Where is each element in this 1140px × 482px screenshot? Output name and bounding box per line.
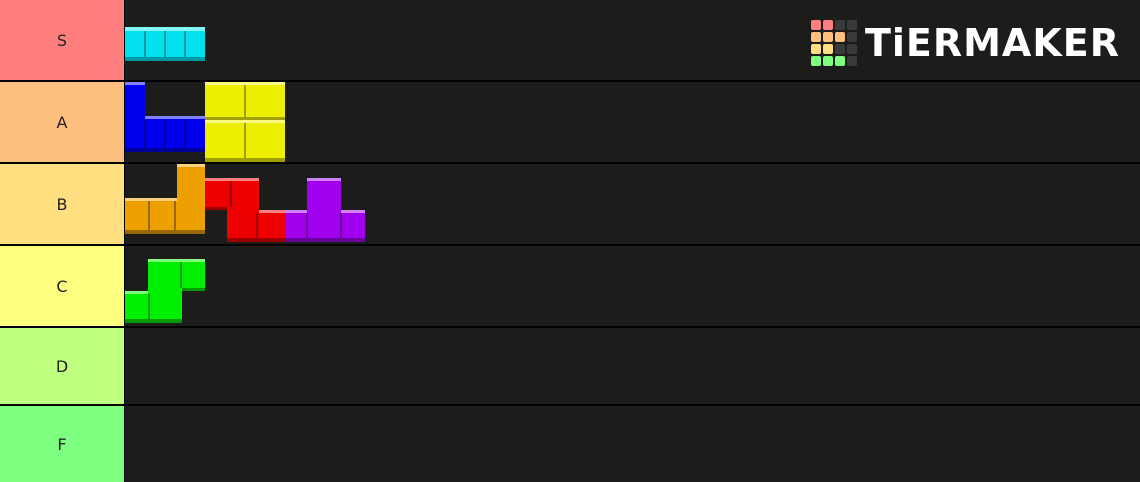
logo-cell (810, 32, 821, 42)
tier-content-s[interactable]: TiERMAKER (125, 0, 1140, 80)
tiermaker-logo[interactable]: TiERMAKER (810, 20, 1120, 66)
logo-cell (846, 32, 857, 42)
piece-i-tetromino[interactable] (125, 27, 207, 63)
piece-t-tetromino[interactable] (285, 178, 367, 244)
tier-label-a[interactable]: A (0, 82, 124, 162)
tier-row-a: A (0, 82, 1140, 162)
logo-cell (834, 20, 845, 30)
piece-o-tetromino[interactable] (205, 82, 287, 164)
logo-cell (834, 56, 845, 66)
tier-row-d: D (0, 328, 1140, 404)
logo-cell (822, 56, 833, 66)
tier-row-f: F (0, 406, 1140, 482)
logo-cell (822, 20, 833, 30)
logo-cell (846, 56, 857, 66)
tier-label-s[interactable]: S (0, 0, 124, 80)
logo-cell (822, 32, 833, 42)
tier-label-c[interactable]: C (0, 246, 124, 326)
tier-content-f[interactable] (125, 406, 1140, 482)
logo-cell (846, 20, 857, 30)
tier-row-s: S TiERMAKER (0, 0, 1140, 80)
logo-wordmark: TiERMAKER (864, 21, 1120, 65)
piece-s-tetromino[interactable] (125, 259, 207, 325)
tier-content-a[interactable] (125, 82, 1140, 162)
piece-j-tetromino[interactable] (125, 82, 207, 154)
tier-content-b[interactable] (125, 164, 1140, 244)
logo-cell (846, 44, 857, 54)
logo-cell (810, 44, 821, 54)
tier-content-d[interactable] (125, 328, 1140, 404)
tier-label-b[interactable]: B (0, 164, 124, 244)
tier-label-d[interactable]: D (0, 328, 124, 404)
tier-row-b: B (0, 164, 1140, 244)
piece-l-tetromino[interactable] (125, 164, 207, 236)
logo-cell (822, 44, 833, 54)
tier-content-c[interactable] (125, 246, 1140, 326)
tier-label-f[interactable]: F (0, 406, 124, 482)
logo-cell (834, 44, 845, 54)
logo-grid-icon (810, 20, 857, 66)
logo-cell (834, 32, 845, 42)
piece-z-tetromino[interactable] (205, 178, 287, 244)
logo-cell (810, 20, 821, 30)
logo-cell (810, 56, 821, 66)
tier-row-c: C (0, 246, 1140, 326)
